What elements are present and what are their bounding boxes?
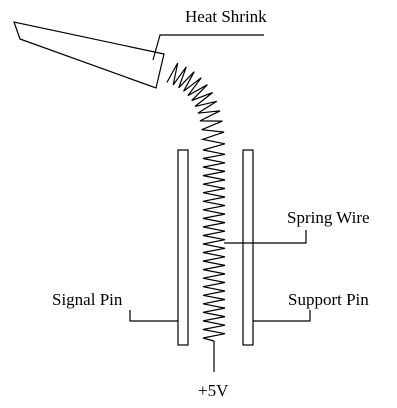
supply-label: +5V	[198, 381, 229, 400]
heat-shrink-tube	[13, 21, 165, 89]
support-pin	[242, 149, 254, 346]
support-pin-leader	[253, 310, 311, 322]
spring-wire-leader	[224, 230, 307, 244]
signal-pin	[177, 149, 189, 346]
spring-wire-label: Spring Wire	[287, 208, 370, 227]
heat-shrink-leader	[152, 34, 264, 61]
heat-shrink-label: Heat Shrink	[185, 7, 267, 26]
signal-pin-leader	[129, 310, 178, 322]
signal-pin-label: Signal Pin	[52, 290, 123, 309]
support-pin-label: Support Pin	[288, 290, 369, 309]
spring-coil	[166, 62, 226, 342]
